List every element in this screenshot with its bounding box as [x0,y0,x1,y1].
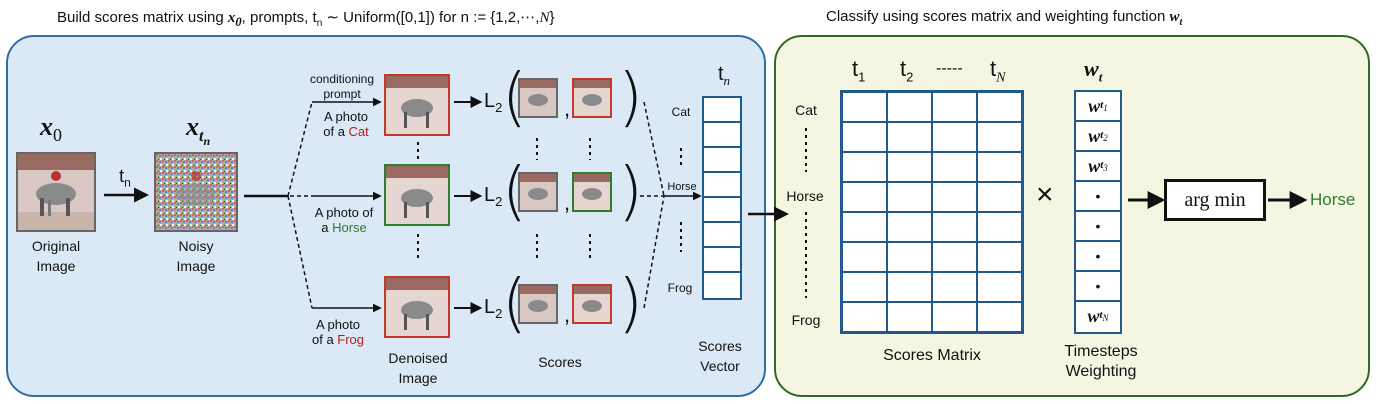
score-original-frog [518,284,558,324]
score-denoised-cat [572,78,612,118]
matrix-cell [842,242,887,272]
matrix-row-frog: Frog [791,312,821,328]
matrix-cell [932,212,977,242]
scores-vector [702,96,742,300]
denoised-image-label: Denoised Image [388,350,448,386]
scores-vector-label: Scores Vector [698,338,742,374]
denoised-image-cat [384,74,450,136]
scores-label: Scores [538,354,582,370]
right-panel-title: Classify using scores matrix and weighti… [826,8,1183,28]
matrix-cell [977,242,1022,272]
matrix-cell [977,182,1022,212]
horse-photo-original [18,154,94,230]
matrix-cell [977,122,1022,152]
matrix-cell [887,122,932,152]
prompt-horse: A photo of a Horse [314,205,374,235]
timesteps-weighting-label: Timesteps Weighting [1064,343,1138,380]
original-image-label: Original Image [31,238,81,274]
l2-row-frog: L2 ( , ) [484,267,643,341]
times-symbol: × [1036,178,1054,211]
matrix-row-horse: Horse [786,188,824,204]
matrix-cell [932,302,977,332]
denoised-image-horse [384,164,450,226]
scores-matrix [840,90,1024,334]
matrix-cell [932,272,977,302]
vector-class-cat: Cat [671,105,691,119]
denoised-image-frog [384,276,450,338]
matrix-cell [932,152,977,182]
xtn-symbol: xtn [186,112,211,149]
original-image [16,152,96,232]
conditioning-prompt-label: conditioning prompt [309,72,375,101]
x0-symbol: x0 [40,112,62,146]
vector-class-frog: Frog [667,281,693,295]
score-denoised-horse [572,172,612,212]
fork-cat [287,101,313,197]
weight-dot-4: • [1076,272,1120,302]
matrix-header-tN: tN [990,56,1006,86]
matrix-cell [887,212,932,242]
vector-class-horse: Horse [667,181,697,193]
matrix-cell [977,212,1022,242]
matrix-cell [842,302,887,332]
result-label: Horse [1310,190,1356,209]
tn-noise-label: tn [119,166,131,190]
score-original-cat [518,78,558,118]
weighting-header: wt [1084,56,1103,85]
weight-dot-3: • [1076,242,1120,272]
noisy-image-label: Noisy Image [176,238,216,274]
noisy-image [154,152,238,232]
l2-row-cat: L2 ( , ) [484,61,643,135]
merge-cat [643,101,665,197]
matrix-cell [932,122,977,152]
matrix-cell [932,182,977,212]
tn-vector-header: tn [717,63,731,88]
matrix-cell [842,182,887,212]
matrix-cell [977,302,1022,332]
horse-photo-noisy [156,154,236,230]
argmin-box: arg min [1164,179,1266,221]
left-panel-title: Build scores matrix using x0, prompts, t… [57,9,555,29]
matrix-cell [842,212,887,242]
matrix-cell [887,92,932,122]
matrix-cell [842,272,887,302]
matrix-header-dashes: ----- [936,60,963,77]
prompt-frog: A photo of a Frog [311,317,365,347]
matrix-cell [887,242,932,272]
merge-frog [643,195,665,309]
weight-dot-2: • [1076,212,1120,242]
matrix-cell [887,272,932,302]
fork-frog [287,195,313,309]
matrix-row-cat: Cat [795,102,817,118]
matrix-cell [887,182,932,212]
matrix-cell [977,92,1022,122]
matrix-cell [887,302,932,332]
matrix-cell [887,152,932,182]
l2-row-horse: L2 ( , ) [484,155,643,229]
matrix-cell [977,152,1022,182]
matrix-cell [842,92,887,122]
matrix-cell [932,242,977,272]
matrix-cell [932,92,977,122]
prompt-cat: A photo of a Cat [323,109,369,139]
matrix-cell [842,122,887,152]
matrix-cell [977,272,1022,302]
score-original-horse [518,172,558,212]
weight-dot-1: • [1076,182,1120,212]
scores-matrix-label: Scores Matrix [883,347,981,364]
score-denoised-frog [572,284,612,324]
matrix-header-t1: t1 [852,56,866,85]
matrix-header-t2: t2 [900,56,914,85]
matrix-cell [842,152,887,182]
